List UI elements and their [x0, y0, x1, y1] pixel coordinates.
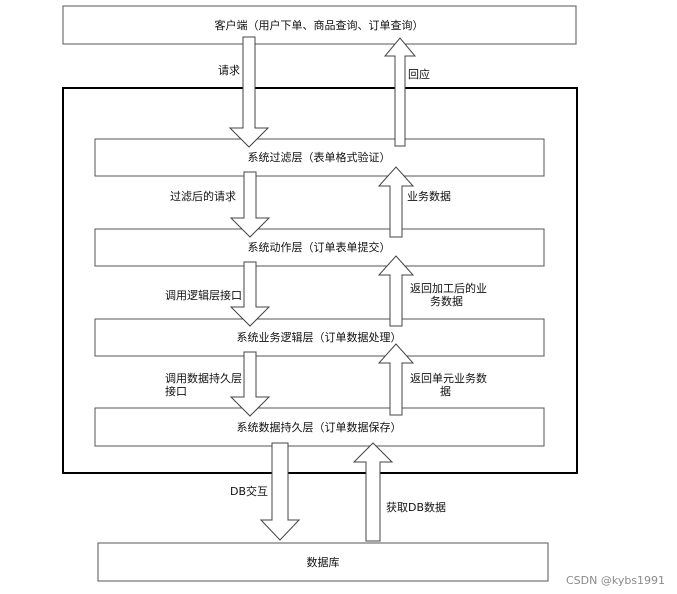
- arrow-up-get-db-data: [352, 442, 394, 542]
- label-return-processed-line2: 务数据: [430, 295, 463, 308]
- label-return-unit-line2: 据: [440, 385, 451, 398]
- database-label: 数据库: [307, 555, 340, 569]
- label-call-persist-api-line1: 调用数据持久层: [165, 372, 242, 385]
- label-db-interaction: DB交互: [230, 485, 269, 498]
- action-layer-box: 系统动作层（订单表单提交）: [94, 228, 545, 267]
- watermark: CSDN @kybs1991: [566, 574, 666, 587]
- arrow-up-response: [383, 37, 417, 147]
- client-box: 客户端（用户下单、商品查询、订单查询）: [62, 5, 577, 45]
- logic-layer-label: 系统业务逻辑层（订单数据处理）: [237, 330, 402, 344]
- filter-layer-box: 系统过滤层（表单格式验证）: [94, 138, 545, 177]
- system-frame: [62, 87, 578, 474]
- arrow-down-call-logic: [229, 261, 271, 327]
- arrow-down-request: [228, 36, 270, 148]
- label-call-persist-api-line2: 接口: [165, 385, 187, 398]
- arrow-up-business-data: [377, 166, 415, 238]
- label-request: 请求: [218, 64, 240, 77]
- label-call-logic-api: 调用逻辑层接口: [165, 289, 242, 302]
- action-layer-label: 系统动作层（订单表单提交）: [248, 240, 391, 254]
- label-response: 回应: [408, 68, 430, 81]
- filter-layer-label: 系统过滤层（表单格式验证）: [248, 150, 391, 164]
- arrow-down-call-persist: [229, 351, 271, 417]
- arrow-down-db-interaction: [259, 442, 301, 541]
- arrow-up-return-processed: [377, 255, 415, 327]
- persist-layer-label: 系统数据持久层（订单数据保存）: [237, 420, 402, 434]
- label-return-processed-line1: 返回加工后的业: [410, 282, 487, 295]
- database-box: 数据库: [97, 542, 549, 582]
- arrow-up-return-unit: [377, 343, 415, 416]
- persist-layer-box: 系统数据持久层（订单数据保存）: [94, 407, 545, 447]
- label-return-unit-line1: 返回单元业务数: [410, 372, 487, 385]
- label-get-db-data: 获取DB数据: [386, 501, 447, 514]
- arrow-down-filtered-request: [229, 171, 271, 238]
- logic-layer-box: 系统业务逻辑层（订单数据处理）: [94, 318, 545, 357]
- client-box-label: 客户端（用户下单、商品查询、订单查询）: [215, 18, 424, 32]
- label-business-data: 业务数据: [407, 190, 451, 203]
- label-filtered-request: 过滤后的请求: [170, 190, 236, 203]
